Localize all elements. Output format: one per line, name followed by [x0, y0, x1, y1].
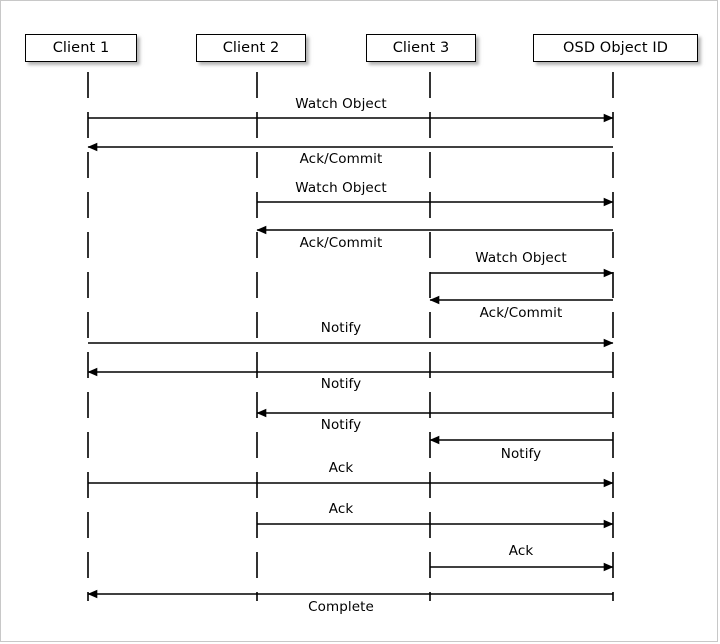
- actor-label-client2: Client 2: [222, 40, 280, 56]
- message-label-1: Watch Object: [295, 96, 387, 112]
- message-label-9: Notify: [320, 417, 362, 433]
- message-label-8: Notify: [320, 376, 362, 392]
- actor-box-osd[interactable]: OSD Object ID: [533, 34, 698, 62]
- message-arrows-group: [87, 113, 614, 599]
- message-label-7: Notify: [320, 320, 362, 336]
- actor-box-client3[interactable]: Client 3: [366, 34, 476, 62]
- message-label-11: Ack: [328, 460, 354, 476]
- message-label-10: Notify: [500, 446, 542, 462]
- lifelines-group: [87, 72, 614, 601]
- message-label-5: Watch Object: [475, 250, 567, 266]
- actor-box-client1[interactable]: Client 1: [25, 34, 137, 62]
- actor-label-client1: Client 1: [52, 40, 110, 56]
- message-label-6: Ack/Commit: [479, 305, 563, 321]
- actor-label-osd: OSD Object ID: [563, 40, 668, 56]
- message-label-4: Ack/Commit: [299, 235, 383, 251]
- actor-label-client3: Client 3: [392, 40, 450, 56]
- actor-box-client2[interactable]: Client 2: [196, 34, 306, 62]
- message-label-14: Complete: [308, 599, 374, 615]
- message-label-12: Ack: [328, 501, 354, 517]
- message-label-3: Watch Object: [295, 180, 387, 196]
- message-label-2: Ack/Commit: [299, 151, 383, 167]
- message-label-13: Ack: [508, 543, 534, 559]
